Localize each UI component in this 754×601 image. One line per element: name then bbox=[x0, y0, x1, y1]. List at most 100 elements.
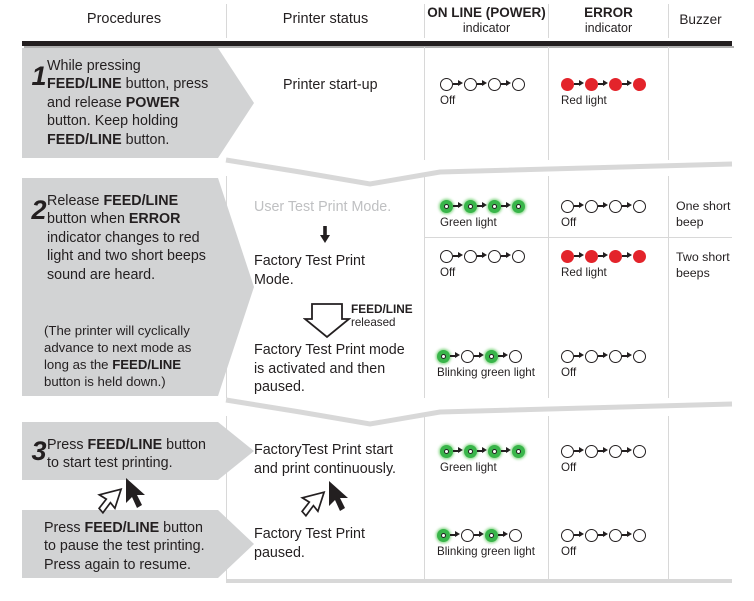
arrow-right-icon bbox=[453, 78, 464, 91]
arrow-right-icon bbox=[477, 78, 488, 91]
row3-status-line-1: FactoryTest Print start and print contin… bbox=[254, 442, 396, 477]
row3a-error-lamp-sequence bbox=[561, 443, 646, 459]
arrow-right-icon bbox=[453, 250, 464, 263]
arrow-right-icon bbox=[477, 250, 488, 263]
cursor-pointer-icon bbox=[126, 478, 145, 508]
lamp-green-icon bbox=[440, 199, 453, 213]
column-divider-2-r2 bbox=[424, 176, 425, 398]
header-procedures: Procedures bbox=[22, 0, 226, 40]
row3a-online-indicator-cell: Green light bbox=[440, 443, 525, 474]
row2a-error-lamp-sequence bbox=[561, 198, 646, 214]
lamp-off-icon bbox=[488, 249, 501, 263]
row1-procedure-block bbox=[22, 48, 254, 158]
row2-step-number: 2 bbox=[31, 195, 47, 225]
header-online-indicator-label: ON LINE (POWER) bbox=[427, 4, 546, 20]
row2c-online-lamp-sequence bbox=[437, 348, 535, 364]
header-error-indicator: ERROR indicator bbox=[549, 0, 668, 40]
column-divider-2 bbox=[424, 4, 425, 38]
arrow-right-icon bbox=[598, 250, 609, 263]
lamp-green-icon bbox=[512, 199, 525, 213]
feed-line-released-normal: released bbox=[351, 316, 396, 330]
row1-online-indicator-cell: Off bbox=[440, 76, 525, 107]
header-online-indicator-sub: indicator bbox=[462, 20, 511, 35]
row2c-error-lamp-sequence bbox=[561, 348, 646, 364]
arrow-right-icon bbox=[474, 529, 485, 542]
lamp-green-icon bbox=[488, 444, 501, 458]
arrow-right-icon bbox=[598, 78, 609, 91]
column-divider-3-body bbox=[548, 47, 549, 160]
row3-procedure-block-top bbox=[22, 422, 254, 480]
lamp-off-icon bbox=[585, 444, 598, 458]
row2c-error-indicator-cell: Off bbox=[561, 348, 646, 379]
lamp-off-icon bbox=[461, 349, 474, 363]
lamp-off-icon bbox=[509, 528, 522, 542]
lamp-red-icon bbox=[633, 77, 646, 91]
column-divider-2-r3 bbox=[424, 416, 425, 579]
row2b-online-indicator-cell: Off bbox=[440, 248, 525, 279]
row3b-error-indicator-label: Off bbox=[561, 545, 577, 558]
lamp-green-icon bbox=[440, 444, 453, 458]
row2a-online-lamp-sequence bbox=[440, 198, 525, 214]
header-buzzer: Buzzer bbox=[669, 0, 732, 40]
arrow-right-icon bbox=[453, 200, 464, 213]
arrow-right-icon bbox=[501, 445, 512, 458]
row3b-online-lamp-sequence bbox=[437, 527, 535, 543]
lamp-off-icon bbox=[561, 444, 574, 458]
lamp-off-icon bbox=[488, 77, 501, 91]
feed-line-released-bold: FEED/LINE bbox=[351, 302, 413, 316]
lamp-off-icon bbox=[609, 444, 622, 458]
header-error-indicator-sub: indicator bbox=[584, 20, 633, 35]
column-divider-1 bbox=[226, 4, 227, 38]
column-divider-4-r3 bbox=[668, 416, 669, 579]
column-divider-4 bbox=[668, 4, 669, 38]
row2a-error-indicator-label: Off bbox=[561, 216, 577, 229]
lamp-off-icon bbox=[461, 528, 474, 542]
arrow-right-icon bbox=[450, 529, 461, 542]
row2-status-line-3: Factory Test Print mode is activated and… bbox=[254, 342, 405, 396]
arrow-right-icon bbox=[574, 350, 585, 363]
lamp-green-icon bbox=[437, 349, 450, 363]
lamp-off-icon bbox=[464, 77, 477, 91]
lamp-off-icon bbox=[609, 199, 622, 213]
status-flow-arrow-icon bbox=[320, 226, 330, 243]
row2c-online-indicator-label: Blinking green light bbox=[437, 366, 535, 379]
row3b-online-indicator-label: Blinking green light bbox=[437, 545, 535, 558]
lamp-green-icon bbox=[485, 528, 498, 542]
column-divider-4-r2 bbox=[668, 176, 669, 398]
row2b-online-indicator-label: Off bbox=[440, 266, 456, 279]
row1-online-indicator-label: Off bbox=[440, 94, 456, 107]
row2-subdivider-1 bbox=[425, 237, 668, 238]
header-online-indicator: ON LINE (POWER) indicator bbox=[425, 0, 548, 40]
lamp-off-icon bbox=[512, 249, 525, 263]
row3b-online-indicator-cell: Blinking green light bbox=[437, 527, 535, 558]
lamp-off-icon bbox=[633, 528, 646, 542]
header-procedures-label: Procedures bbox=[86, 11, 162, 28]
arrow-right-icon bbox=[477, 200, 488, 213]
lamp-green-icon bbox=[512, 444, 525, 458]
row2c-error-indicator-label: Off bbox=[561, 366, 577, 379]
arrow-right-icon bbox=[574, 78, 585, 91]
row1-error-indicator-label: Red light bbox=[561, 94, 607, 107]
arrow-right-icon bbox=[574, 529, 585, 542]
arrow-right-icon bbox=[450, 350, 461, 363]
row2b-error-indicator-label: Red light bbox=[561, 266, 607, 279]
lamp-off-icon bbox=[633, 444, 646, 458]
row3a-online-lamp-sequence bbox=[440, 443, 525, 459]
feed-line-released-label: FEED/LINE released bbox=[351, 302, 431, 331]
arrow-right-icon bbox=[622, 529, 633, 542]
row2-subdivider-1b bbox=[669, 237, 732, 238]
header-buzzer-label: Buzzer bbox=[679, 11, 722, 27]
lamp-off-icon bbox=[609, 528, 622, 542]
lamp-off-icon bbox=[585, 199, 598, 213]
row1-online-lamp-sequence bbox=[440, 76, 525, 92]
lamp-off-icon bbox=[633, 349, 646, 363]
lamp-red-icon bbox=[561, 249, 574, 263]
arrow-right-icon bbox=[501, 78, 512, 91]
header-printer-status-label: Printer status bbox=[282, 11, 369, 28]
row2b-buzzer-value: Two short beeps bbox=[676, 250, 730, 280]
arrow-right-icon bbox=[474, 350, 485, 363]
